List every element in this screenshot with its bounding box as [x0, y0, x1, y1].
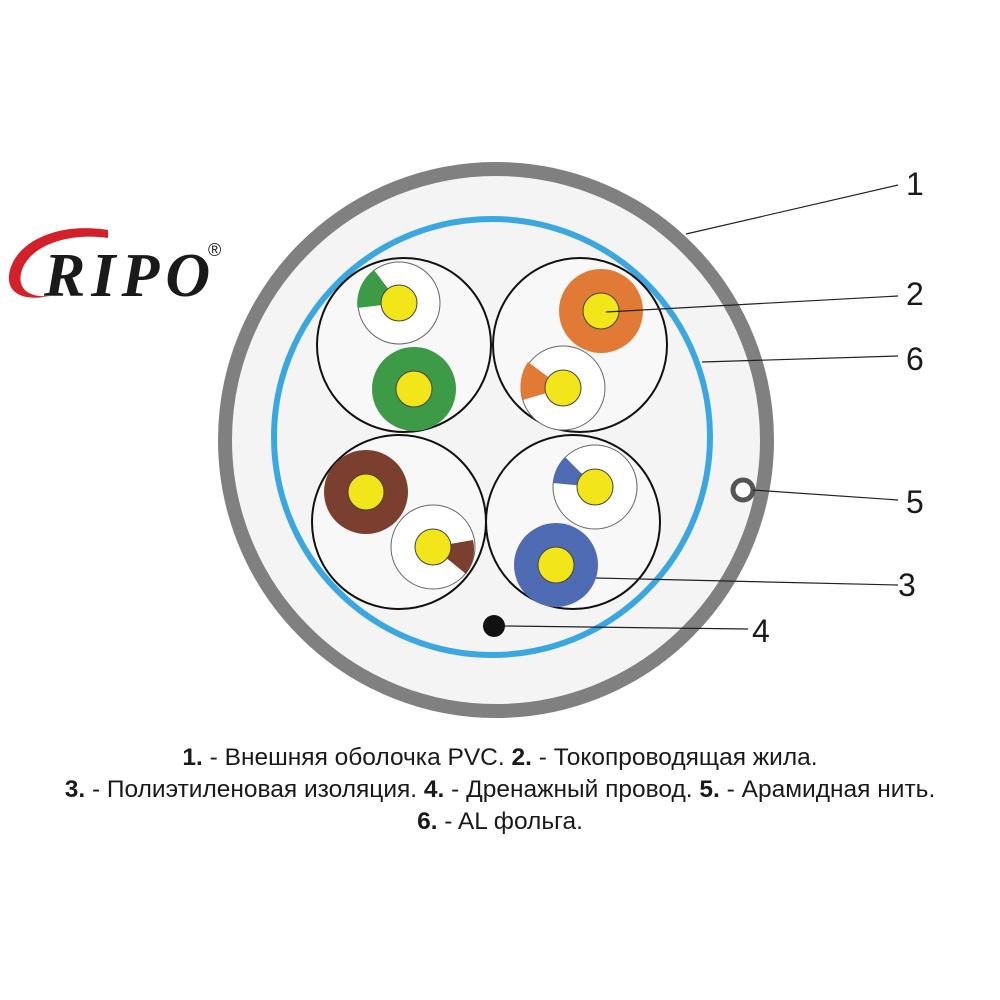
legend-line-3: 6. - AL фольга.	[0, 806, 1000, 838]
blue-pair	[514, 444, 638, 607]
drain-wire	[483, 615, 505, 637]
conductor	[537, 546, 575, 584]
callout-label-4: 4	[752, 613, 770, 649]
conductor	[576, 468, 614, 506]
leader-line-3	[595, 577, 899, 586]
leader-line-6	[701, 355, 899, 363]
legend-text: - AL фольга.	[437, 808, 583, 835]
leader-line-4	[504, 625, 749, 630]
conductor	[395, 370, 433, 408]
leader-line-2	[605, 295, 899, 313]
ripo-logo: RIPO ®	[8, 228, 221, 310]
leader-line-5	[752, 489, 899, 501]
leader-line-1	[685, 184, 899, 235]
legend-text: - Дренажный провод.	[444, 776, 700, 803]
callout-label-6: 6	[906, 341, 924, 377]
legend-text: - Внешняя оболочка PVC.	[202, 744, 512, 771]
callout-label-2: 2	[906, 276, 924, 312]
callout-label-5: 5	[906, 484, 924, 520]
conductor	[544, 369, 582, 407]
legend-number: 4.	[423, 776, 445, 803]
al-foil	[271, 216, 713, 658]
legend-line-1: 1. - Внешняя оболочка PVC. 2. - Токопров…	[0, 742, 1000, 774]
legend-number: 5.	[699, 776, 720, 803]
legend-number: 3.	[64, 776, 86, 803]
logo-registered-mark: ®	[208, 240, 221, 260]
callout-label-1: 1	[906, 166, 924, 202]
legend-number: 6.	[417, 808, 438, 835]
legend-line-2: 3. - Полиэтиленовая изоляция. 4. - Дрена…	[0, 774, 1000, 806]
orange-pair	[520, 269, 643, 431]
legend-number: 2.	[511, 744, 532, 771]
logo-swoosh	[8, 228, 109, 298]
legend-text: - Полиэтиленовая изоляция.	[85, 776, 424, 803]
green-pair	[357, 261, 456, 431]
legend-text: - Арамидная нить.	[719, 776, 936, 803]
brown-pair	[324, 450, 476, 590]
conductor	[414, 528, 452, 566]
legend: 1. - Внешняя оболочка PVC. 2. - Токопров…	[0, 742, 1000, 838]
conductor	[347, 473, 385, 511]
conductor	[380, 284, 418, 322]
aramid-thread	[730, 477, 756, 503]
logo-text: RIPO	[43, 242, 216, 310]
callout-leaders	[504, 184, 899, 630]
legend-number: 1.	[182, 744, 203, 771]
callout-label-3: 3	[898, 567, 916, 603]
legend-text: - Токопроводящая жила.	[531, 744, 818, 771]
